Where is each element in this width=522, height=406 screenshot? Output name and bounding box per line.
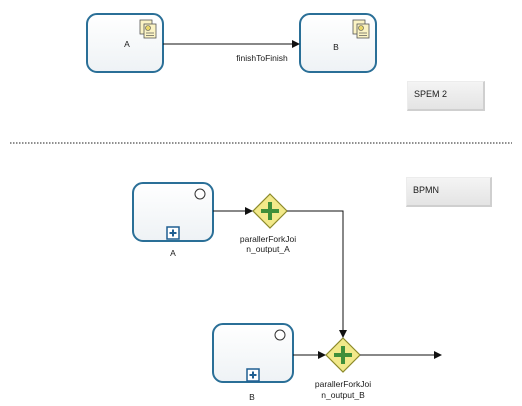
bpmn-gateway-a[interactable]: parallerForkJoi n_output_A xyxy=(240,193,296,254)
bpmn-task-a[interactable]: A xyxy=(132,182,214,258)
bpmn-task-a-label: A xyxy=(170,248,176,258)
spem-note[interactable]: SPEM 2 xyxy=(407,81,485,111)
task-doc-icon xyxy=(139,19,157,39)
bpmn-gateway-b[interactable]: parallerForkJoi n_output_B xyxy=(315,337,371,400)
task-doc-icon xyxy=(352,19,370,39)
spem-task-b[interactable]: B xyxy=(299,13,377,73)
spem-task-a[interactable]: A xyxy=(86,13,164,73)
event-circle-icon xyxy=(194,188,206,200)
parallel-gateway-icon xyxy=(261,202,279,220)
gateway-b-label-line2: n_output_B xyxy=(321,390,365,400)
bpmn-note-label: BPMN xyxy=(413,185,440,195)
gateway-b-label-line1: parallerForkJoi xyxy=(315,379,371,389)
subprocess-plus-icon xyxy=(166,226,180,240)
finish-to-finish-link[interactable]: finishToFinish xyxy=(163,40,300,63)
bpmn-note[interactable]: BPMN xyxy=(406,177,492,207)
event-circle-icon xyxy=(274,329,286,341)
spem-task-a-label: A xyxy=(124,39,130,49)
flow-gateway-a-to-gateway-b[interactable] xyxy=(287,210,347,338)
bpmn-task-b[interactable]: B xyxy=(212,323,294,402)
parallel-gateway-icon xyxy=(334,346,352,364)
spem-note-label: SPEM 2 xyxy=(414,89,448,99)
link-label: finishToFinish xyxy=(236,53,288,63)
spem-task-b-label: B xyxy=(333,42,339,52)
gateway-a-label-line2: n_output_A xyxy=(246,244,290,254)
gateway-a-label-line1: parallerForkJoi xyxy=(240,234,296,244)
bpmn-task-b-label: B xyxy=(249,392,255,402)
subprocess-plus-icon xyxy=(246,368,260,382)
